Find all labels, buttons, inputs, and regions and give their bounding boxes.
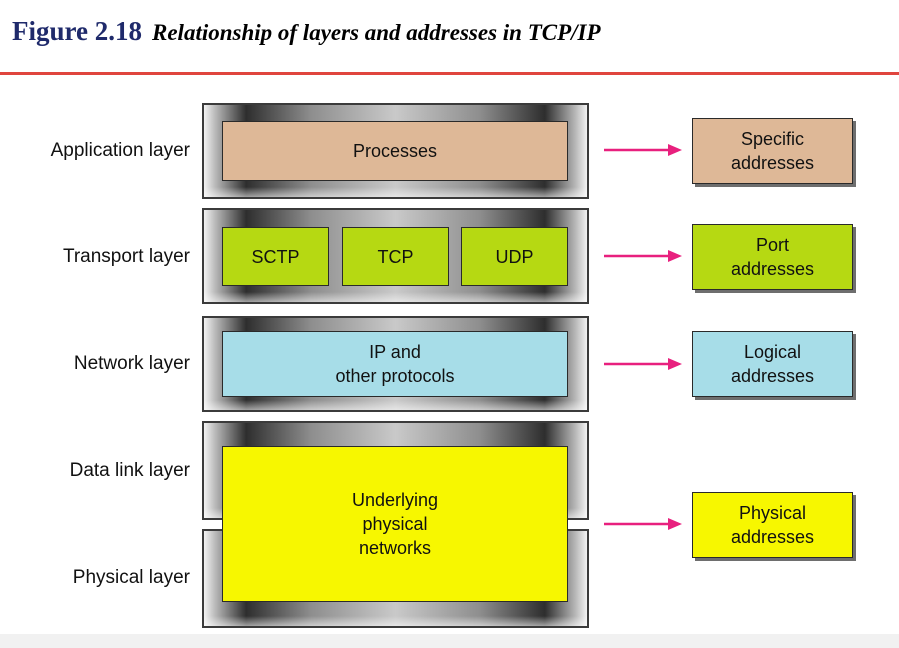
title-divider xyxy=(0,72,899,75)
arrow-application xyxy=(604,142,684,158)
ip-protocols-box: IP and other protocols xyxy=(222,331,568,397)
processes-box: Processes xyxy=(222,121,568,181)
figure-caption: Relationship of layers and addresses in … xyxy=(152,20,601,45)
logical-addresses-box: Logical addresses xyxy=(692,331,853,397)
arrow-network xyxy=(604,356,684,372)
arrow-transport xyxy=(604,248,684,264)
figure-number: Figure 2.18 xyxy=(12,16,142,46)
udp-box: UDP xyxy=(461,227,568,286)
label-datalink-layer: Data link layer xyxy=(69,460,190,481)
tcp-box: TCP xyxy=(342,227,449,286)
port-addresses-box: Port addresses xyxy=(692,224,853,290)
label-transport-layer: Transport layer xyxy=(62,246,190,267)
label-physical-layer: Physical layer xyxy=(72,567,190,588)
physical-addresses-box: Physical addresses xyxy=(692,492,853,558)
label-network-layer: Network layer xyxy=(73,353,190,374)
specific-addresses-box: Specific addresses xyxy=(692,118,853,184)
label-application-layer: Application layer xyxy=(50,140,190,161)
figure-title: Figure 2.18 Relationship of layers and ad… xyxy=(12,16,892,52)
arrow-physical xyxy=(604,516,684,532)
underlying-networks-box: Underlying physical networks xyxy=(222,446,568,602)
bottom-band xyxy=(0,634,899,648)
sctp-box: SCTP xyxy=(222,227,329,286)
